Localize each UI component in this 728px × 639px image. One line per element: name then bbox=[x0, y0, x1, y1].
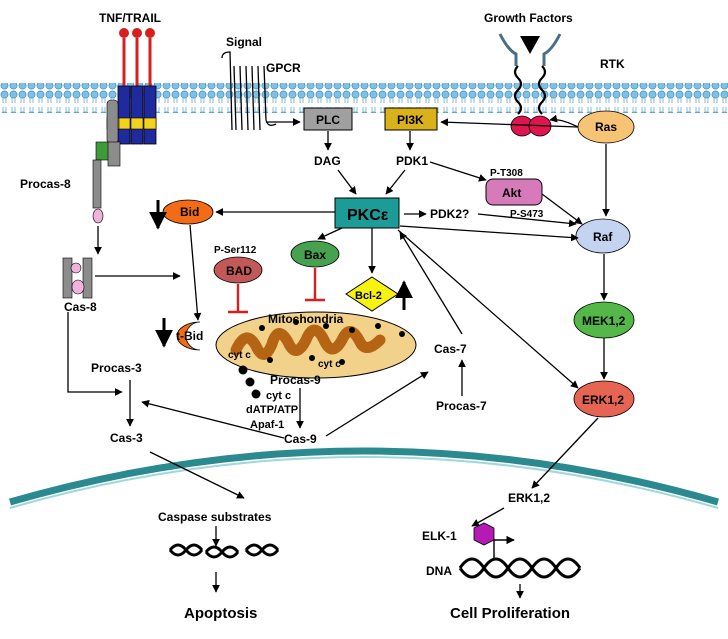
cell-proliferation-label: Cell Proliferation bbox=[450, 605, 570, 622]
bad-label: BAD bbox=[226, 264, 252, 278]
cas8-complex bbox=[62, 257, 93, 299]
cyt-c-label-2: cyt c bbox=[318, 359, 341, 370]
tnf-trail-label: TNF/TRAIL bbox=[99, 11, 161, 25]
pt308-label: P-T308 bbox=[490, 168, 523, 179]
cas8-label: Cas-8 bbox=[64, 300, 97, 314]
erk-nuclear-label: ERK1,2 bbox=[508, 491, 550, 505]
bcl2-label: Bcl-2 bbox=[355, 290, 382, 302]
procas8-label: Procas-8 bbox=[20, 177, 71, 191]
mito-dots bbox=[259, 319, 405, 365]
erk-label: ERK1,2 bbox=[582, 393, 624, 407]
pi3k-label: PI3K bbox=[397, 113, 424, 127]
pkce-node bbox=[334, 197, 400, 229]
apoptosis-label: Apoptosis bbox=[184, 605, 257, 622]
apaf-label: Apaf-1 bbox=[250, 419, 284, 431]
gpcr-label: GPCR bbox=[266, 61, 301, 75]
ras-label: Ras bbox=[595, 120, 617, 134]
growth-factors-label: Growth Factors bbox=[484, 11, 573, 25]
pathway-arrows bbox=[67, 114, 610, 599]
cleaved-substrates bbox=[168, 543, 280, 559]
mek-label: MEK1,2 bbox=[582, 314, 626, 328]
erk-node bbox=[573, 380, 635, 418]
cyt-c-label-1: cyt c bbox=[228, 350, 251, 361]
bid-label: Bid bbox=[180, 205, 199, 219]
bax-node bbox=[290, 240, 340, 268]
cas7-label: Cas-7 bbox=[434, 342, 467, 356]
pdk2-label: PDK2? bbox=[430, 207, 469, 221]
dna-label: DNA bbox=[426, 564, 452, 578]
procas7-label: Procas-7 bbox=[436, 399, 487, 413]
cyt-c-label-3: cyt c bbox=[266, 390, 291, 402]
cas9-label: Cas-9 bbox=[284, 432, 317, 446]
ps473-label: P-S473 bbox=[510, 209, 544, 220]
caspase-substrates-label: Caspase substrates bbox=[158, 510, 272, 524]
dag-label: DAG bbox=[314, 154, 341, 168]
mitochondria-cristae bbox=[230, 324, 386, 360]
bax-label: Bax bbox=[304, 248, 326, 262]
pdk1-label: PDK1 bbox=[396, 154, 428, 168]
plc-node bbox=[303, 107, 353, 131]
p-ser112-label: P-Ser112 bbox=[214, 245, 257, 256]
tnf-receptor bbox=[92, 28, 157, 224]
cyt-c-dots bbox=[238, 365, 261, 399]
t-bid-node bbox=[176, 321, 201, 351]
mitochondria-label: Mitochondria bbox=[268, 312, 344, 326]
regulation-arrows bbox=[149, 200, 413, 348]
transcription-arrow bbox=[493, 535, 515, 558]
dna-helix bbox=[458, 557, 582, 579]
raf-label: Raf bbox=[593, 230, 613, 244]
cas3-label: Cas-3 bbox=[110, 431, 143, 445]
procas9-label: Procas-9 bbox=[270, 373, 321, 387]
akt-label: Akt bbox=[502, 186, 521, 200]
pi3k-node bbox=[384, 107, 438, 131]
signal-label: Signal bbox=[226, 35, 262, 49]
datp-label: dATP/ATP bbox=[246, 404, 298, 416]
pkce-label: PKCε bbox=[347, 207, 389, 224]
rtk-label: RTK bbox=[600, 57, 625, 71]
mitochondria bbox=[215, 311, 417, 379]
procas3-label: Procas-3 bbox=[91, 361, 142, 375]
elk-node bbox=[473, 522, 495, 546]
plc-label: PLC bbox=[316, 113, 340, 127]
bad-node bbox=[213, 256, 263, 284]
nuclear-envelope bbox=[9, 447, 719, 506]
gpcr-receptor bbox=[221, 51, 277, 131]
akt-node bbox=[485, 178, 543, 206]
elk-label: ELK-1 bbox=[422, 529, 457, 543]
bcl2-node bbox=[345, 276, 399, 312]
t-bid-label: t-Bid bbox=[176, 329, 203, 343]
inhibition-bars bbox=[228, 268, 325, 314]
